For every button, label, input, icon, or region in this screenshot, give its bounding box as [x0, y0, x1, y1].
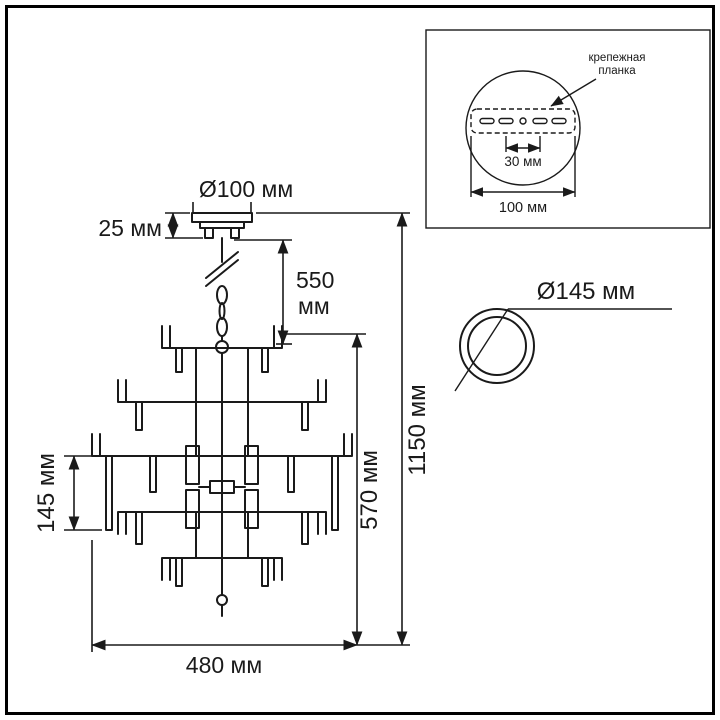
- dim-ring-diameter-label: Ø145 мм: [537, 278, 635, 305]
- mounting-plate-inset: крепежная планка 30 мм 100 мм: [425, 29, 711, 229]
- dim-overall-width: 480 мм: [91, 540, 358, 678]
- dim-overall-width-label: 480 мм: [186, 652, 262, 678]
- dim-body-height: 570 мм: [284, 333, 383, 646]
- dim-hole-spacing: 30 мм: [504, 136, 542, 169]
- ring-detail: Ø145 мм: [454, 278, 672, 392]
- tier-top: [161, 325, 283, 403]
- dim-hole-spacing-label: 30 мм: [504, 154, 541, 169]
- mounting-plate-label-line1: крепежная: [589, 52, 646, 64]
- tier-widest: [91, 433, 353, 531]
- dim-total-height-label: 1150 мм: [404, 384, 431, 475]
- chandelier-drawing: [91, 212, 353, 617]
- dim-canopy-height-label: 25 мм: [98, 215, 162, 241]
- mounting-plate-label-line2: планка: [598, 65, 636, 77]
- dim-suspension-height: 550 мм: [234, 239, 334, 345]
- dim-tier-height: 145 мм: [33, 453, 102, 533]
- dim-total-height: 1150 мм: [256, 212, 431, 646]
- dim-canopy-diameter-label: Ø100 мм: [199, 176, 293, 202]
- dim-canopy-diameter: Ø100 мм: [192, 176, 293, 212]
- break-symbol: [205, 251, 239, 287]
- dim-suspension-unit: мм: [298, 293, 330, 319]
- dim-body-height-label: 570 мм: [356, 450, 383, 530]
- image-border-frame: [5, 5, 715, 715]
- dim-suspension-value: 550: [296, 267, 334, 293]
- bottom-finial: [216, 594, 228, 617]
- dim-plate-width: 100 мм: [470, 136, 576, 216]
- dim-plate-width-label: 100 мм: [499, 200, 547, 216]
- tier-lower-second: [117, 511, 327, 559]
- center-candle-blocks: [185, 445, 259, 529]
- mounting-plate: [470, 108, 576, 134]
- tier-bottom: [161, 557, 283, 587]
- dim-tier-height-label: 145 мм: [33, 453, 60, 533]
- dim-canopy-height: 25 мм: [98, 212, 203, 241]
- canopy: [191, 212, 253, 263]
